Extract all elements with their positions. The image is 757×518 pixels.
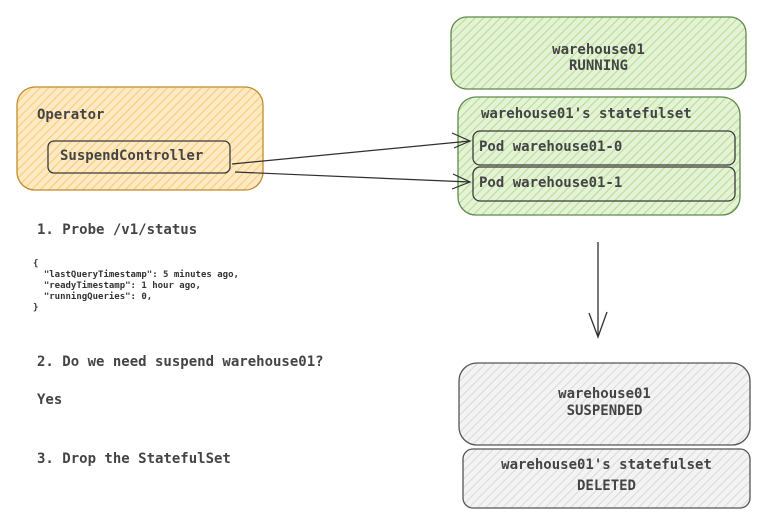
warehouse-suspended-box xyxy=(458,362,751,446)
status-json-block: { "lastQueryTimestamp": 5 minutes ago, "… xyxy=(33,259,239,314)
down-arrow xyxy=(588,242,608,339)
status-json-line: "readyTimestamp": 1 hour ago, xyxy=(33,281,201,291)
warehouse-running-status: RUNNING xyxy=(568,58,628,74)
operator-box xyxy=(16,86,264,191)
deleted-statefulset-status: DELETED xyxy=(576,478,636,494)
pod-label-0: Pod warehouse01-0 xyxy=(479,139,623,155)
suspend-controller-box xyxy=(47,140,231,174)
statefulset-title: warehouse01's statefulset xyxy=(481,106,692,122)
status-json-line: "runningQueries": 0, xyxy=(33,292,153,302)
suspend-controller-label: SuspendController xyxy=(60,148,204,164)
warehouse-running-box xyxy=(450,16,747,90)
step-drop: 3. Drop the StatefulSet xyxy=(37,451,231,467)
step-probe: 1. Probe /v1/status xyxy=(37,222,198,238)
deleted-statefulset-title: warehouse01's statefulset xyxy=(501,457,712,473)
pod-label-1: Pod warehouse01-1 xyxy=(479,175,623,191)
status-json-line: "lastQueryTimestamp": 5 minutes ago, xyxy=(33,270,239,280)
step-answer: Yes xyxy=(37,392,63,408)
status-json-line: } xyxy=(33,303,39,313)
warehouse-suspended-name: warehouse01 xyxy=(558,386,651,402)
pod-box-1 xyxy=(472,166,736,202)
status-json-line: { xyxy=(33,259,39,269)
step-question: 2. Do we need suspend warehouse01? xyxy=(37,354,324,370)
warehouse-running-name: warehouse01 xyxy=(552,42,645,58)
arrow-to-pod-0 xyxy=(231,132,472,165)
arrow-to-pod-1 xyxy=(234,171,472,190)
warehouse-suspended-status: SUSPENDED xyxy=(566,403,643,419)
pod-box-0 xyxy=(472,130,736,166)
deleted-statefulset-box xyxy=(462,448,751,509)
operator-title: Operator xyxy=(37,107,105,123)
